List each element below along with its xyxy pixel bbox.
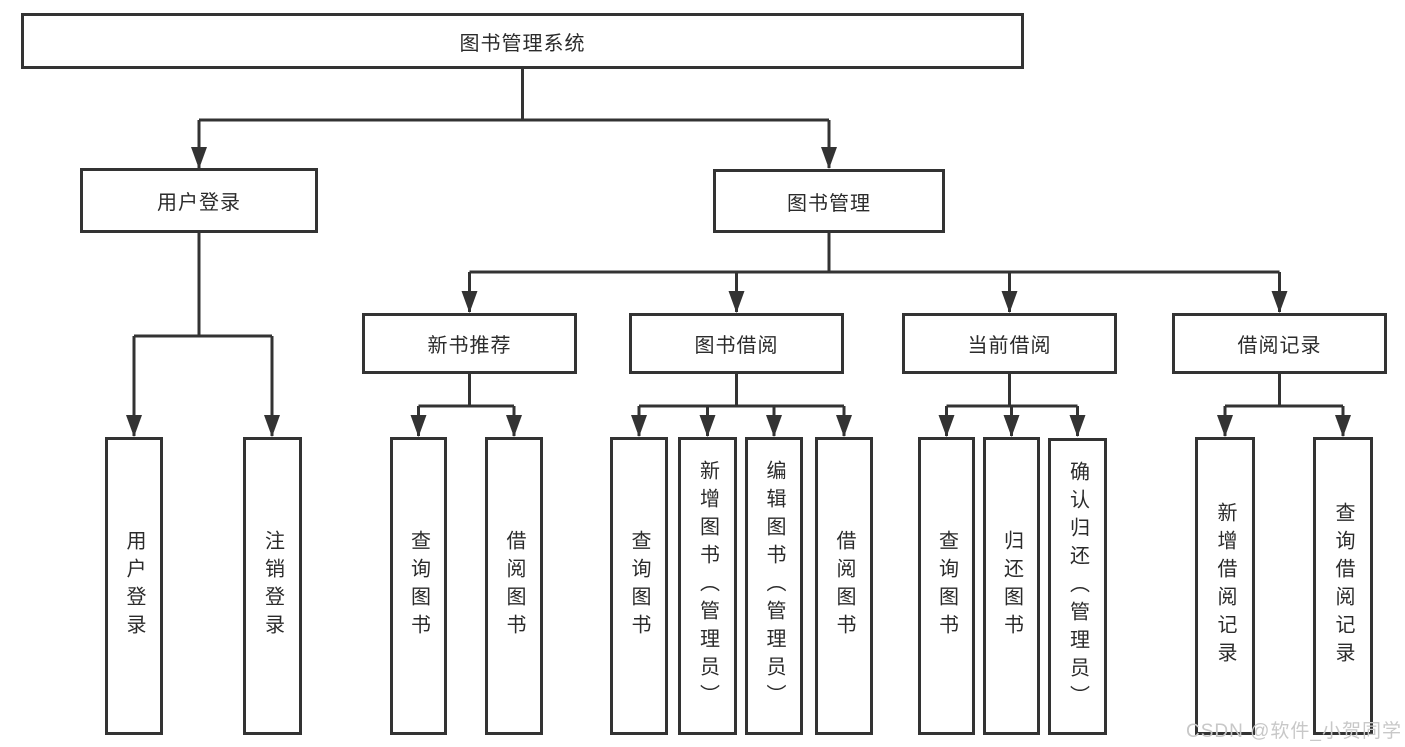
node-book-management: 图书管理 bbox=[713, 169, 945, 233]
leaf-borrow-books-2: 借阅图书 bbox=[815, 437, 873, 735]
node-book-borrow: 图书借阅 bbox=[629, 313, 844, 374]
leaf-edit-book-admin: 编辑图书（管理员） bbox=[745, 437, 803, 735]
leaf-add-book-admin: 新增图书（管理员） bbox=[678, 437, 737, 735]
node-root-label: 图书管理系统 bbox=[459, 32, 586, 55]
node-new-book-recommend: 新书推荐 bbox=[362, 313, 577, 374]
node-new-book-recommend-label: 新书推荐 bbox=[427, 335, 512, 357]
leaf-logout-label: 注销登录 bbox=[261, 530, 284, 642]
leaf-query-books-current: 查询图书 bbox=[918, 437, 975, 735]
node-current-borrow: 当前借阅 bbox=[902, 313, 1117, 374]
node-user-login: 用户登录 bbox=[80, 168, 318, 233]
leaf-query-books-current-label: 查询图书 bbox=[935, 530, 958, 642]
leaf-user-login-label: 用户登录 bbox=[123, 530, 145, 642]
leaf-add-borrow-record: 新增借阅记录 bbox=[1195, 437, 1255, 735]
leaf-borrow-books-recommend: 借阅图书 bbox=[485, 437, 543, 735]
leaf-user-login: 用户登录 bbox=[105, 437, 163, 735]
node-book-management-label: 图书管理 bbox=[787, 192, 871, 215]
csdn-watermark: CSDN @软件_小贺同学 bbox=[1186, 721, 1402, 742]
leaf-return-books-label: 归还图书 bbox=[1000, 530, 1023, 642]
leaf-return-books: 归还图书 bbox=[983, 437, 1040, 735]
leaf-query-books-borrow-label: 查询图书 bbox=[628, 530, 650, 642]
leaf-confirm-return-admin: 确认归还（管理员） bbox=[1048, 438, 1107, 735]
node-book-borrow-label: 图书借阅 bbox=[694, 335, 779, 357]
leaf-query-books-recommend: 查询图书 bbox=[390, 437, 447, 735]
arrowheads bbox=[126, 147, 1351, 437]
node-borrow-records-label: 借阅记录 bbox=[1237, 335, 1322, 357]
leaf-borrow-books-recommend-label: 借阅图书 bbox=[503, 530, 525, 642]
leaf-logout: 注销登录 bbox=[243, 437, 302, 735]
leaf-query-borrow-record: 查询借阅记录 bbox=[1313, 437, 1373, 735]
node-user-login-label: 用户登录 bbox=[157, 192, 241, 214]
leaf-add-book-admin-label: 新增图书（管理员） bbox=[696, 460, 719, 712]
leaf-query-books-recommend-label: 查询图书 bbox=[407, 530, 430, 642]
leaf-add-borrow-record-label: 新增借阅记录 bbox=[1214, 502, 1236, 670]
node-current-borrow-label: 当前借阅 bbox=[967, 335, 1052, 357]
leaf-borrow-books-2-label: 借阅图书 bbox=[833, 530, 855, 642]
leaf-query-books-borrow: 查询图书 bbox=[610, 437, 668, 735]
leaf-query-borrow-record-label: 查询借阅记录 bbox=[1332, 502, 1354, 670]
node-borrow-records: 借阅记录 bbox=[1172, 313, 1387, 374]
leaf-confirm-return-admin-label: 确认归还（管理员） bbox=[1066, 460, 1089, 713]
leaf-edit-book-admin-label: 编辑图书（管理员） bbox=[763, 460, 785, 712]
node-root: 图书管理系统 bbox=[21, 13, 1024, 69]
